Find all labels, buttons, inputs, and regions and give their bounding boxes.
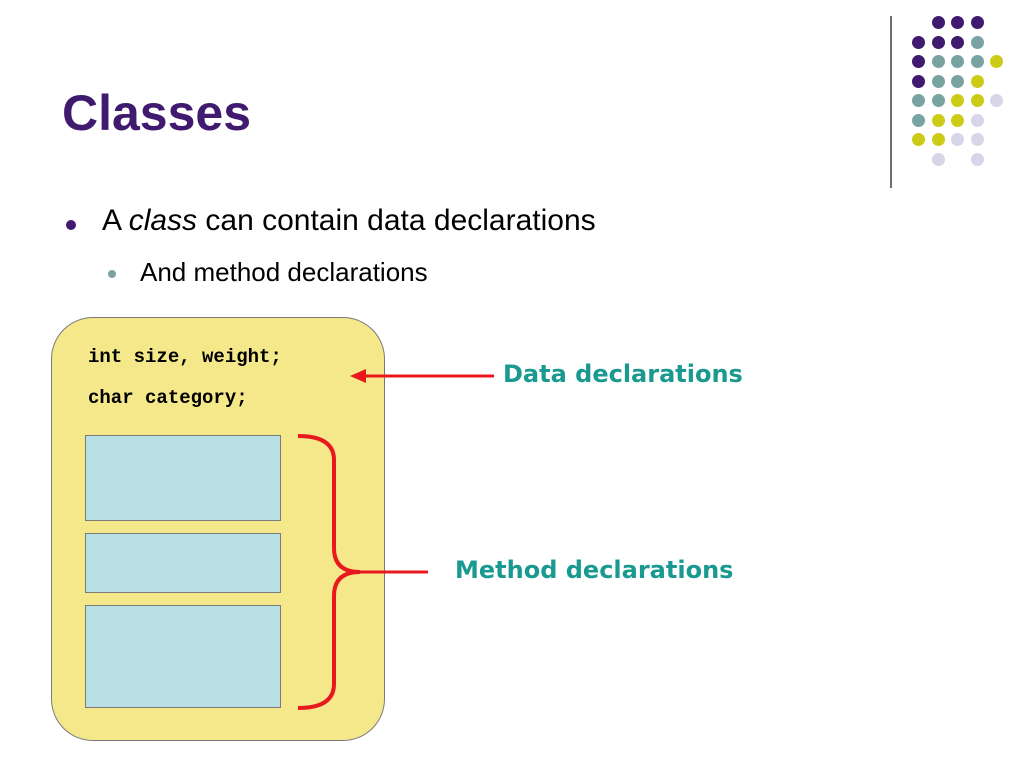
method-box	[85, 533, 281, 593]
bullet-item: A class can contain data declarations	[66, 204, 596, 238]
bullet-emphasis: class	[128, 204, 198, 237]
decorative-dot-icon	[970, 16, 984, 29]
bullet-dot-icon	[66, 220, 76, 230]
decorative-dot-icon	[912, 133, 925, 146]
sub-bullet-text: And method declarations	[140, 257, 428, 287]
slide-title: Classes	[62, 85, 252, 141]
bullet-suffix: can contain data declarations	[197, 204, 596, 237]
decorative-dot-icon	[970, 152, 984, 166]
decorative-dot-icon	[931, 152, 945, 166]
bullet-text: A class can contain data declarations	[102, 204, 596, 238]
decorative-dot-icon	[912, 113, 925, 127]
data-declaration-line: int size, weight;	[88, 346, 282, 368]
decorative-dot-icon	[931, 94, 945, 107]
decorative-dot-icon	[951, 94, 964, 107]
decorative-dot-icon	[912, 94, 925, 107]
sub-bullet-dot-icon	[108, 270, 116, 278]
decorative-dot-icon	[951, 55, 964, 68]
method-declarations-label: Method declarations	[455, 556, 734, 584]
decorative-dot-icon	[912, 55, 925, 68]
decorative-dot-icon	[931, 113, 945, 127]
decorative-dot-icon	[970, 94, 984, 107]
decorative-dot-icon	[931, 74, 945, 88]
decorative-dot-icon	[931, 35, 945, 49]
decorative-dot-icon	[951, 35, 964, 49]
decorative-dot-icon	[951, 133, 964, 146]
sub-bullet-item: And method declarations	[108, 257, 428, 288]
decorative-dot-icon	[931, 133, 945, 146]
decorative-dot-icon	[970, 35, 984, 49]
decorative-dot-icon	[970, 133, 984, 146]
decorative-dot-icon	[951, 74, 964, 88]
decorative-dot-icon	[990, 55, 1003, 68]
decorative-dot-icon	[912, 35, 925, 49]
decorative-dot-icon	[951, 16, 964, 29]
decorative-dot-icon	[931, 55, 945, 68]
method-box	[85, 435, 281, 521]
data-declarations-label: Data declarations	[503, 360, 743, 388]
decorative-dot-icon	[931, 16, 945, 29]
decorative-dot-icon	[970, 74, 984, 88]
decorative-dot-grid	[0, 0, 1024, 200]
bullet-prefix: A	[102, 204, 129, 237]
method-box	[85, 605, 281, 708]
decorative-dot-icon	[990, 94, 1003, 107]
decorative-dot-icon	[970, 55, 984, 68]
decorative-dot-icon	[912, 74, 925, 88]
decorative-divider-line	[890, 16, 892, 188]
decorative-dot-icon	[951, 113, 964, 127]
data-declaration-line: char category;	[88, 387, 248, 409]
decorative-dot-icon	[970, 113, 984, 127]
